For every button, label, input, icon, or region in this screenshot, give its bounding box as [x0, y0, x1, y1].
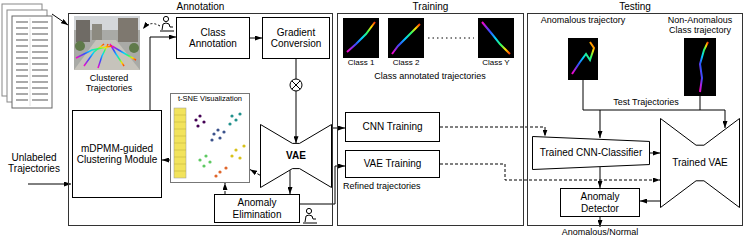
- node-label: Annotation: [69, 1, 332, 12]
- vae-shape: VAE: [260, 124, 332, 188]
- node-label: CNN Training: [362, 121, 422, 132]
- connector: [250, 38, 262, 39]
- connector: [440, 127, 545, 137]
- connector: [225, 183, 226, 194]
- connector: [640, 201, 660, 202]
- node-label: Gradient Conversion: [266, 27, 326, 49]
- node-label: mDPMM-guided Clustering Module: [76, 143, 158, 165]
- stage-panel: TrainingCNN TrainingVAE Training: [337, 13, 524, 226]
- connector: [650, 153, 660, 154]
- class-label: Class 2: [386, 59, 426, 68]
- process-box: Gradient Conversion: [262, 17, 330, 59]
- vae-shape: Trained VAE: [660, 118, 740, 208]
- process-box: Class Annotation: [176, 17, 250, 59]
- node-outline-shape: [533, 137, 650, 170]
- operator-icon: [303, 208, 317, 223]
- edge-label: Refined trajectories: [342, 181, 422, 191]
- node-label: Training: [338, 1, 523, 12]
- node-label: t-SNE Visualization: [177, 95, 243, 103]
- node-label: Testing: [528, 1, 742, 12]
- dashed-arrow: [143, 24, 160, 29]
- node-label: Class Annotation: [180, 27, 246, 49]
- input-arrow: [52, 14, 68, 25]
- connector: [296, 59, 297, 143]
- output-label: Anomalous/Normal: [550, 227, 650, 237]
- connector: [290, 170, 291, 194]
- stage-panel: TestingTrained CNN-ClassifierTrained VAE…: [527, 13, 743, 226]
- node-label: VAE Training: [364, 158, 422, 169]
- trajectory-table-icon: [2, 4, 52, 108]
- connector: [250, 170, 260, 176]
- connector: [332, 128, 345, 129]
- operator-icon: [160, 16, 174, 31]
- test-trajectory-images: [568, 38, 716, 96]
- node-label: Anomaly Detector: [564, 191, 636, 213]
- clustered-trajectories-image: [74, 16, 140, 70]
- input-label: Test Trajectories: [604, 97, 688, 107]
- process-box: CNN Training: [345, 112, 440, 142]
- input-label: Unlabeled Trajectories: [4, 152, 64, 174]
- connector: [600, 167, 601, 188]
- class-trajectory-images: [343, 18, 514, 58]
- visualization-panel: t-SNE Visualization: [170, 93, 250, 183]
- class-label: Class Y: [476, 59, 516, 68]
- connector: [162, 160, 170, 161]
- node-label: VAE: [286, 150, 306, 161]
- node-label: Trained CNN-Classifier: [540, 147, 642, 158]
- stage-panel: AnnotationmDPMM-guided Clustering Module…: [68, 13, 333, 226]
- node-label: Trained VAE: [672, 157, 728, 168]
- process-box: Anomaly Detector: [560, 188, 640, 217]
- product-symbol: [290, 79, 302, 91]
- image-caption: Non-Anomalous Class trajectory: [658, 15, 742, 35]
- image-caption: Clustered Trajectories: [72, 73, 146, 93]
- image-caption: Class annotated trajectories: [345, 71, 515, 81]
- node-label: Anomaly Elimination: [218, 197, 296, 219]
- image-caption: Anomalous trajectory: [539, 15, 627, 25]
- process-box: mDPMM-guided Clustering Module: [72, 110, 162, 198]
- process-box: VAE Training: [345, 150, 440, 178]
- class-label: Class 1: [341, 59, 381, 68]
- input-arrow: [28, 184, 71, 185]
- tsne-scatter: [174, 108, 246, 178]
- process-box: Anomaly Elimination: [214, 194, 300, 223]
- classifier-shape: Trained CNN-Classifier: [532, 136, 650, 170]
- node-outline-shape: [261, 125, 332, 188]
- node-outline-shape: [661, 119, 740, 208]
- connector: [150, 37, 176, 110]
